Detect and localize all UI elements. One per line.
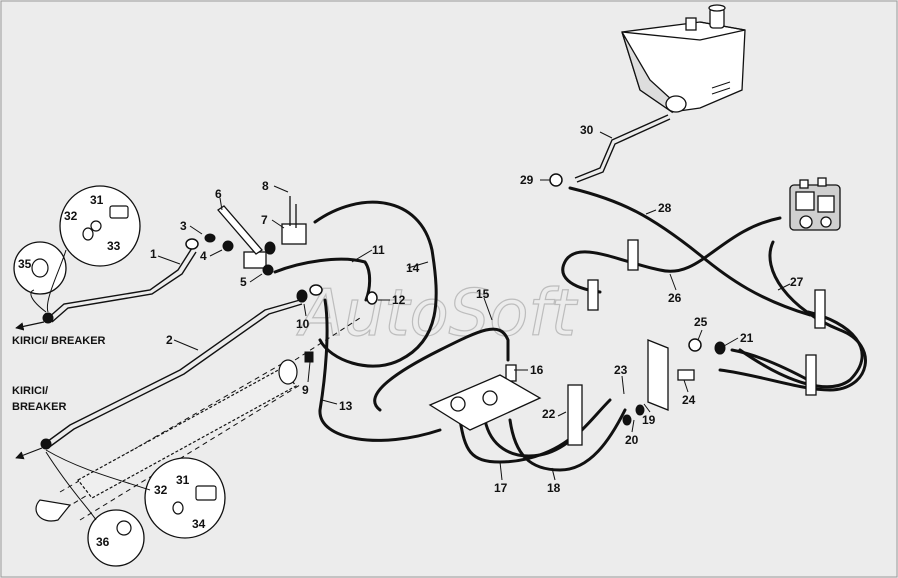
- callout-3: 3: [180, 219, 187, 233]
- hose-27b: [738, 310, 864, 389]
- callout-26: 26: [668, 291, 682, 305]
- callout-6: 6: [215, 187, 222, 201]
- callout-36: 36: [96, 535, 110, 549]
- callout-31-bottom: 31: [176, 473, 190, 487]
- callout-28: 28: [658, 201, 672, 215]
- callout-8: 8: [262, 179, 269, 193]
- callout-leaders: [157, 131, 791, 481]
- callout-numbers: 1 2 3 4 5 6 7 8 9 10 11 12 13 14 15 16 1…: [18, 123, 804, 549]
- hose-26: [561, 216, 782, 294]
- pipe-group: [43, 114, 671, 449]
- breaker-cylinder: [35, 359, 298, 522]
- callout-12: 12: [392, 293, 406, 307]
- hose-clamps: [567, 239, 826, 446]
- callout-35: 35: [18, 257, 32, 271]
- callout-14: 14: [406, 261, 420, 275]
- flow-arrows: [15, 321, 45, 460]
- caption-breaker-left-1: KIRICI/: [12, 385, 48, 397]
- hose-27: [718, 240, 867, 392]
- pipe-1a: [47, 247, 193, 319]
- callout-20: 20: [625, 433, 639, 447]
- callout-31-top: 31: [90, 193, 104, 207]
- callout-32-bottom: 32: [154, 483, 168, 497]
- hose-28: [568, 186, 812, 317]
- callout-19: 19: [642, 413, 656, 427]
- callout-29: 29: [520, 173, 534, 187]
- callout-23: 23: [614, 363, 628, 377]
- callout-15: 15: [476, 287, 490, 301]
- callout-9: 9: [302, 383, 309, 397]
- callout-33: 33: [107, 239, 121, 253]
- callout-18: 18: [547, 481, 561, 495]
- callout-11: 11: [372, 243, 385, 257]
- callout-24: 24: [682, 393, 696, 407]
- callout-7: 7: [261, 213, 268, 227]
- arrow-out-top: [15, 321, 45, 331]
- callout-32-top: 32: [64, 209, 78, 223]
- caption-breaker-left-2: BREAKER: [12, 401, 66, 413]
- hose-18: [508, 408, 627, 472]
- hose-22: [483, 398, 612, 458]
- callout-21: 21: [740, 331, 754, 345]
- callout-34: 34: [192, 517, 206, 531]
- hose-15: [373, 327, 510, 412]
- manifold-plate: [428, 374, 542, 431]
- hose-13: [318, 298, 442, 442]
- callout-4: 4: [200, 249, 207, 263]
- pipe-30b: [576, 118, 671, 183]
- detail-circle-31-32-34-bottom: [144, 457, 226, 539]
- hose-21: [730, 348, 814, 384]
- pipe-30a: [574, 114, 669, 179]
- callout-25: 25: [694, 315, 708, 329]
- callout-30: 30: [580, 123, 594, 137]
- hose-14: [313, 200, 438, 368]
- pipe-2b: [47, 303, 303, 449]
- detail-parts: [31, 205, 217, 536]
- callout-2: 2: [166, 333, 173, 347]
- callout-17: 17: [494, 481, 508, 495]
- callout-22: 22: [542, 407, 556, 421]
- detail-leaders: [30, 249, 151, 521]
- pipe-1b: [51, 251, 197, 323]
- arrow-out-left: [15, 447, 43, 460]
- callout-10: 10: [296, 317, 310, 331]
- control-valve: [789, 177, 841, 231]
- pipe-2a: [43, 299, 301, 445]
- callout-16: 16: [530, 363, 544, 377]
- callout-27: 27: [790, 275, 804, 289]
- callout-1: 1: [150, 247, 157, 261]
- caption-breaker-top: KIRICI/ BREAKER: [12, 335, 106, 347]
- callout-5: 5: [240, 275, 247, 289]
- hose-11: [273, 257, 372, 302]
- callout-13: 13: [339, 399, 353, 413]
- hydraulic-tank: [621, 4, 746, 114]
